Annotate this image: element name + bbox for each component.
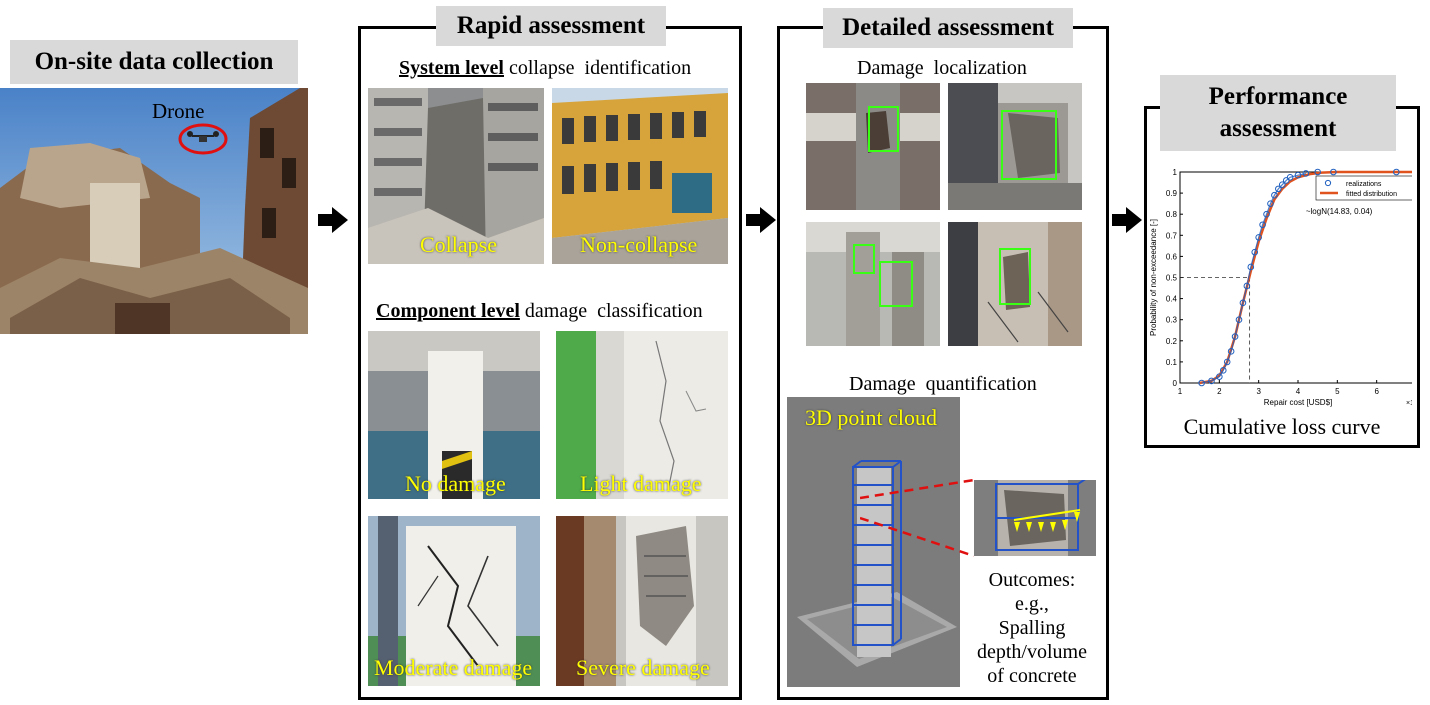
onsite-drone-photo — [0, 88, 308, 334]
y-tick-label: 0.7 — [1166, 231, 1178, 240]
realization-point — [1255, 234, 1262, 241]
realization-point — [1251, 248, 1259, 256]
light-damage-caption: Light damage — [580, 471, 702, 496]
realization-point — [1286, 173, 1294, 181]
legend-box — [1315, 175, 1412, 201]
onsite-title: On-site data collection — [10, 40, 298, 84]
collapse-caption: Collapse — [420, 232, 497, 257]
collapse-photo — [368, 88, 544, 264]
x-tick-label: 2 — [1217, 387, 1222, 396]
localization-photo-3 — [806, 222, 940, 346]
realizations-band — [1201, 172, 1306, 384]
realization-point — [1275, 185, 1282, 193]
realization-point — [1393, 168, 1400, 176]
realization-point — [1330, 168, 1337, 176]
flow-arrow-icon — [1112, 207, 1142, 233]
localization-photo-4 — [948, 222, 1082, 346]
flow-arrow-icon — [746, 207, 776, 233]
realization-point — [1227, 348, 1235, 355]
x-tick-label: 3 — [1256, 387, 1261, 396]
realization-point — [1267, 200, 1274, 207]
localization-photo-2 — [948, 83, 1082, 210]
noncollapse-photo — [552, 88, 728, 264]
y-tick-label: 1 — [1173, 168, 1178, 177]
damage-bbox — [1001, 110, 1057, 180]
damage-bbox — [879, 261, 913, 307]
light-damage-photo — [556, 331, 728, 499]
realization-point — [1223, 358, 1231, 366]
outcomes-text: Outcomes: e.g., Spalling depth/volume of… — [977, 569, 1087, 687]
realization-point — [1239, 299, 1247, 307]
point-cloud-caption: 3D point cloud — [805, 405, 937, 430]
realization-point — [1263, 210, 1270, 218]
y-tick-label: 0.4 — [1166, 295, 1178, 304]
moderate-damage-photo — [368, 516, 540, 686]
legend-label-realizations: realizations — [1346, 181, 1382, 188]
damage-bbox — [999, 248, 1031, 305]
x-multiplier: ×10 — [1406, 400, 1412, 407]
legend-label-fitted: fitted distribution — [1346, 191, 1397, 198]
drone-icon — [178, 123, 228, 155]
localization-photo-1 — [806, 83, 940, 210]
damage-localization-heading: Damage localization — [857, 57, 1027, 79]
realization-point — [1259, 221, 1266, 229]
detailed-title: Detailed assessment — [823, 8, 1073, 48]
y-tick-label: 0.6 — [1166, 252, 1178, 261]
rapid-title: Rapid assessment — [436, 6, 666, 46]
damage-quantification-heading: Damage quantification — [849, 373, 1037, 395]
damage-bbox — [853, 244, 875, 274]
severe-damage-caption: Severe damage — [576, 655, 710, 680]
x-tick-label: 5 — [1335, 387, 1340, 396]
zoom-lines — [860, 478, 975, 558]
y-tick-label: 0.2 — [1166, 337, 1178, 346]
realization-point — [1282, 177, 1290, 184]
no-damage-caption: No damage — [405, 471, 506, 496]
plot-area — [1179, 171, 1412, 384]
realization-point — [1314, 168, 1321, 176]
x-axis-label: Repair cost [USD$] — [1264, 398, 1332, 407]
y-tick-label: 0 — [1173, 379, 1178, 388]
x-tick-label: 6 — [1374, 387, 1379, 396]
realization-point — [1271, 191, 1278, 199]
realization-point — [1231, 333, 1239, 340]
performance-title: Performance assessment — [1160, 75, 1396, 151]
zoom-detail-photo — [974, 480, 1096, 556]
y-tick-label: 0.8 — [1166, 210, 1178, 219]
cumulative-loss-chart: 123456700.10.20.30.40.50.60.70.80.91Repa… — [1149, 168, 1412, 407]
component-level-heading: Component level damage classification — [376, 300, 703, 322]
flow-arrow-icon — [318, 207, 348, 233]
severe-damage-photo — [556, 516, 728, 686]
legend-marker-realizations — [1324, 179, 1332, 187]
damage-bbox — [868, 106, 899, 152]
realization-point — [1216, 373, 1223, 380]
noncollapse-caption: Non-collapse — [580, 232, 698, 257]
y-tick-label: 0.9 — [1166, 189, 1178, 198]
x-tick-label: 4 — [1296, 387, 1301, 396]
system-level-heading: System level collapse identification — [399, 57, 692, 79]
realization-point — [1219, 367, 1227, 374]
y-axis-label: Probability of non-exceedance [-] — [1149, 219, 1158, 336]
distribution-annotation: ~logN(14.83, 0.04) — [1306, 207, 1373, 216]
drone-label: Drone — [152, 99, 205, 123]
realization-point — [1278, 181, 1286, 188]
y-tick-label: 0.5 — [1166, 274, 1178, 283]
no-damage-photo — [368, 331, 540, 499]
y-tick-label: 0.3 — [1166, 316, 1178, 325]
moderate-damage-caption: Moderate damage — [374, 655, 533, 680]
x-tick-label: 1 — [1178, 387, 1183, 396]
y-tick-label: 0.1 — [1166, 358, 1178, 367]
realization-point — [1235, 316, 1243, 323]
performance-caption: Cumulative loss curve — [1183, 414, 1381, 439]
